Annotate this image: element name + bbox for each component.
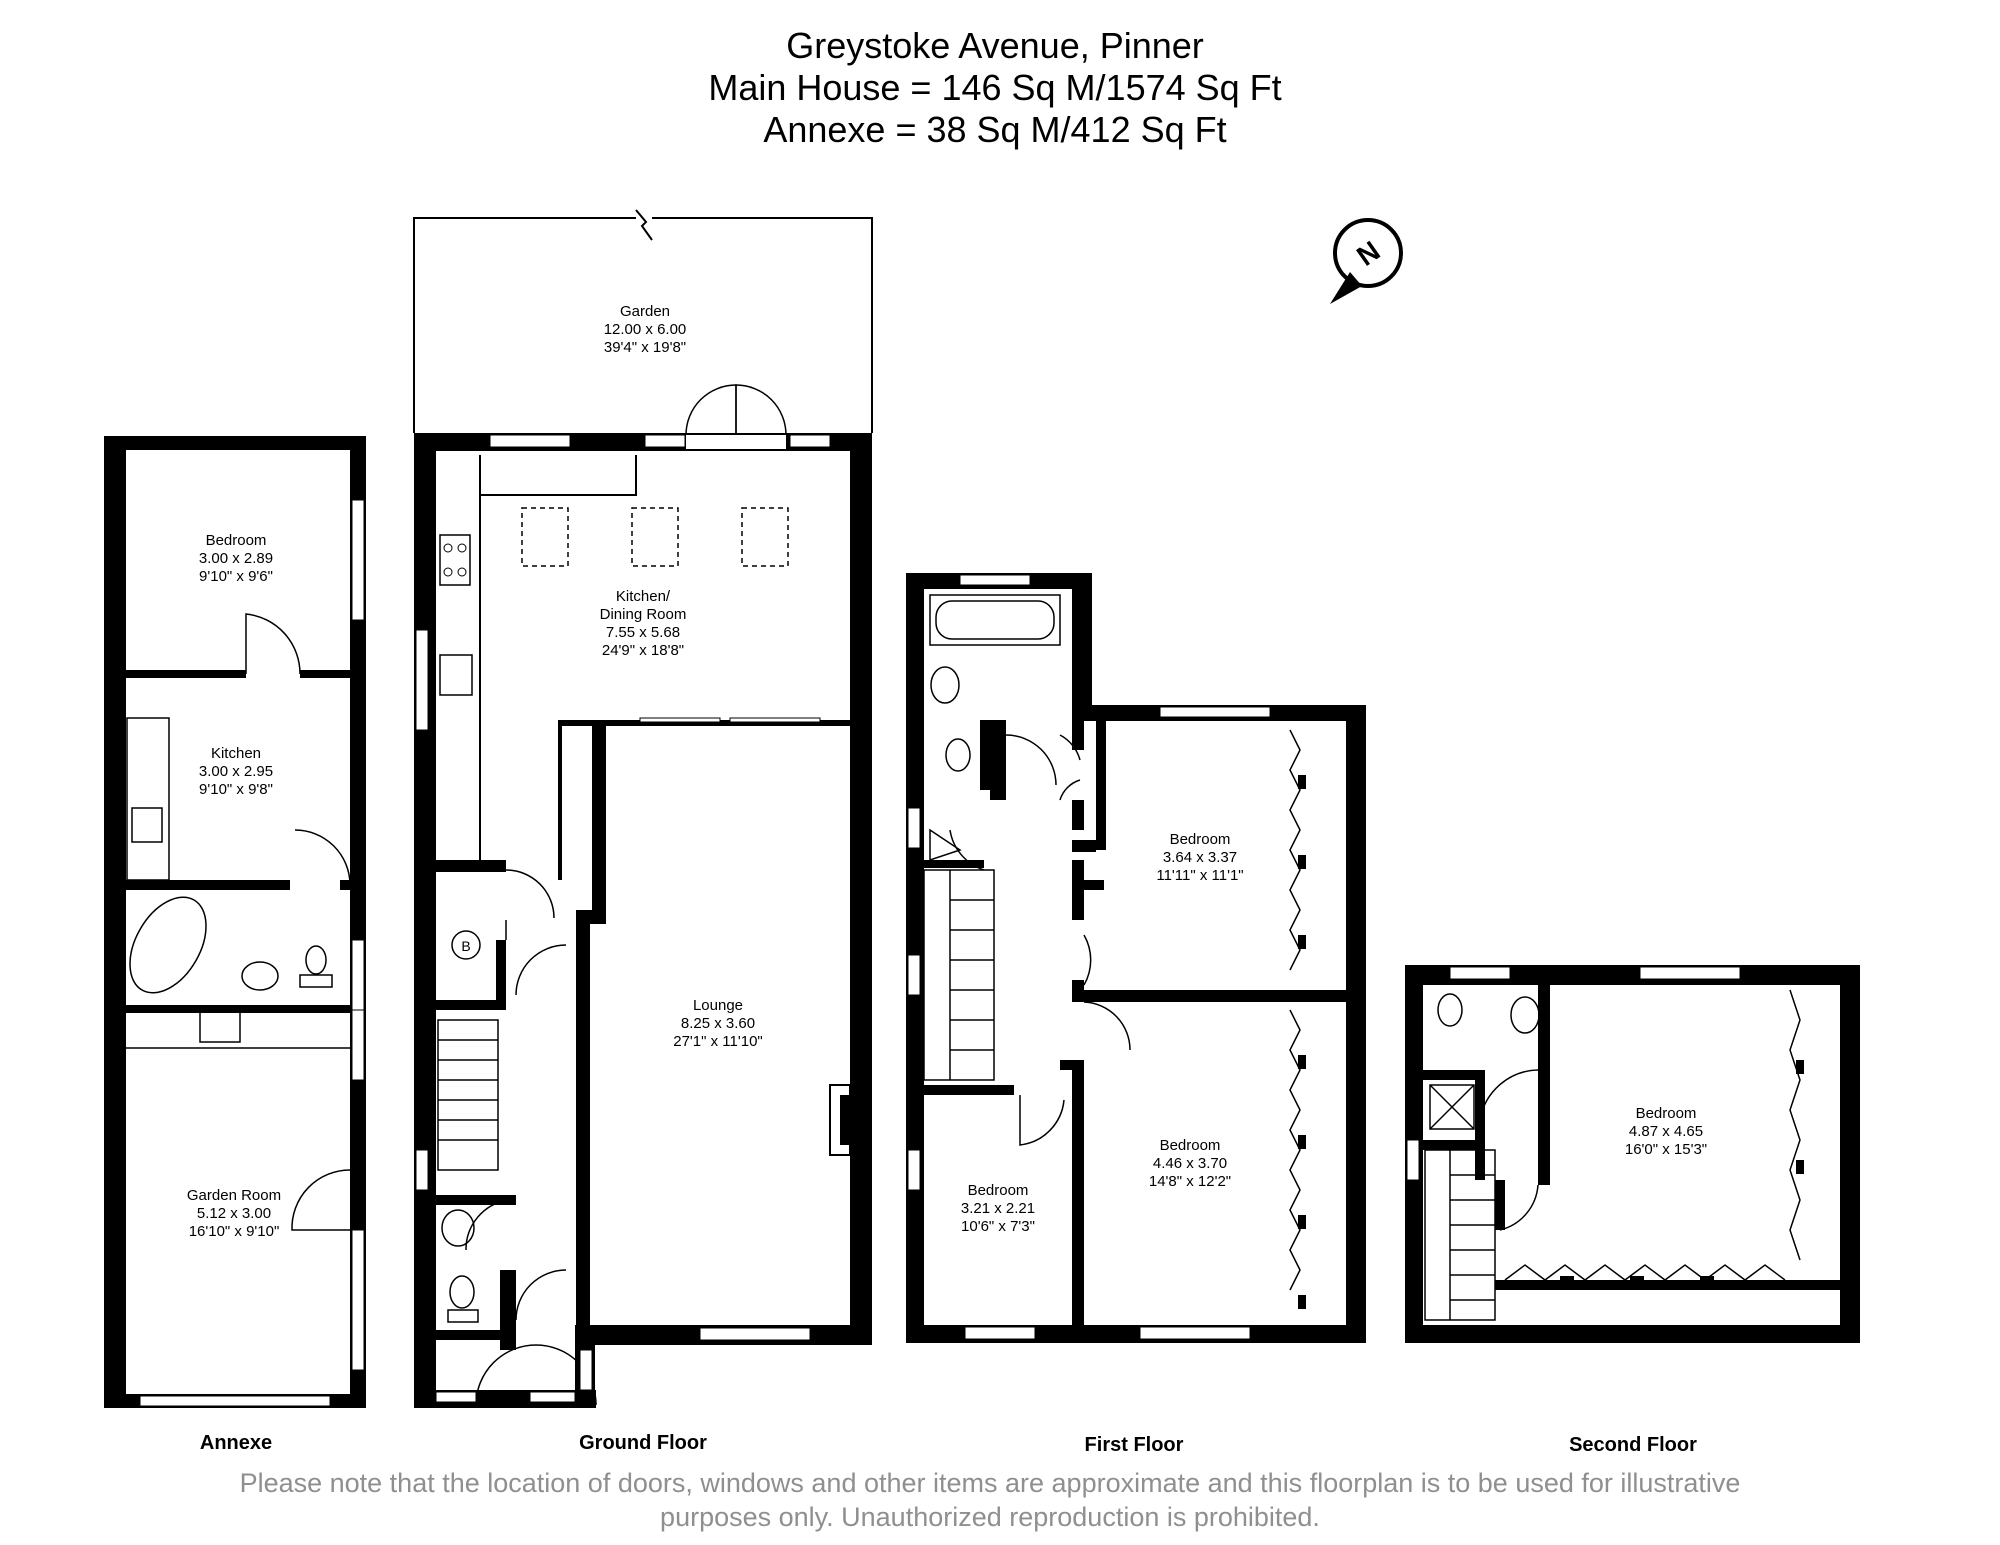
room-label-annexe-kitchen: Kitchen 3.00 x 2.95 9'10" x 9'8" — [199, 745, 273, 798]
annexe-area: Annexe = 38 Sq M/412 Sq Ft — [763, 109, 1227, 150]
room-label-lounge: Lounge 8.25 x 3.60 27'1" x 11'10" — [673, 997, 763, 1050]
room-label-second-bedroom: Bedroom 4.87 x 4.65 16'0" x 15'3" — [1625, 1105, 1707, 1158]
room-dim-imperial: 24'9" x 18'8" — [602, 642, 684, 659]
room-name: Bedroom — [206, 532, 267, 549]
main-house-area: Main House = 146 Sq M/1574 Sq Ft — [708, 67, 1282, 108]
room-dim-metric: 3.64 x 3.37 — [1163, 849, 1237, 866]
room-name-line2: Dining Room — [600, 606, 687, 623]
room-label-garden-room: Garden Room 5.12 x 3.00 16'10" x 9'10" — [187, 1187, 281, 1240]
room-name: Garden Room — [187, 1187, 281, 1204]
room-name: Bedroom — [968, 1182, 1029, 1199]
annexe-plan — [104, 436, 366, 1408]
room-dim-imperial: 16'0" x 15'3" — [1625, 1141, 1707, 1158]
room-dim-metric: 7.55 x 5.68 — [606, 624, 680, 641]
room-dim-metric: 3.00 x 2.95 — [199, 763, 273, 780]
room-dim-metric: 4.87 x 4.65 — [1629, 1123, 1703, 1140]
room-dim-imperial: 14'8" x 12'2" — [1149, 1173, 1231, 1190]
room-label-annexe-bedroom: Bedroom 3.00 x 2.89 9'10" x 9'6" — [199, 532, 273, 585]
floor-label-ground: Ground Floor — [579, 1432, 707, 1454]
room-label-first-bedroom-2: Bedroom 4.46 x 3.70 14'8" x 12'2" — [1149, 1137, 1231, 1190]
disclaimer: Please note that the location of doors, … — [150, 1466, 1830, 1534]
garden-outline — [413, 209, 873, 433]
room-dim-metric: 3.21 x 2.21 — [961, 1200, 1035, 1217]
room-name: Bedroom — [1160, 1137, 1221, 1154]
room-name: Garden — [620, 303, 670, 320]
boiler-label: B — [461, 938, 470, 954]
room-dim-imperial: 39'4" x 19'8" — [604, 339, 686, 356]
room-dim-imperial: 16'10" x 9'10" — [189, 1223, 280, 1240]
room-dim-imperial: 27'1" x 11'10" — [673, 1033, 763, 1050]
second-floor-plan — [1405, 965, 1860, 1343]
room-name: Bedroom — [1170, 831, 1231, 848]
room-name: Kitchen — [211, 745, 261, 762]
room-dim-imperial: 9'10" x 9'6" — [199, 568, 273, 585]
room-dim-imperial: 10'6" x 7'3" — [961, 1218, 1035, 1235]
property-address: Greystoke Avenue, Pinner — [786, 25, 1204, 66]
room-dim-metric: 8.25 x 3.60 — [681, 1015, 755, 1032]
room-name: Lounge — [693, 997, 743, 1014]
room-label-kitchen-dining: Kitchen/ Dining Room 7.55 x 5.68 24'9" x… — [600, 588, 687, 659]
floor-label-annexe: Annexe — [200, 1432, 272, 1454]
room-label-garden: Garden 12.00 x 6.00 39'4" x 19'8" — [604, 303, 687, 356]
room-name: Bedroom — [1636, 1105, 1697, 1122]
floor-label-first: First Floor — [1085, 1434, 1184, 1456]
room-dim-metric: 4.46 x 3.70 — [1153, 1155, 1227, 1172]
disclaimer-line-1: Please note that the location of doors, … — [239, 1468, 1741, 1498]
room-dim-imperial: 11'11" x 11'1" — [1156, 867, 1243, 884]
room-label-first-bedroom-3: Bedroom 3.21 x 2.21 10'6" x 7'3" — [961, 1182, 1035, 1235]
ground-floor-plan: B — [414, 384, 872, 1408]
room-name: Kitchen/ — [616, 588, 671, 605]
floor-label-second: Second Floor — [1569, 1434, 1697, 1456]
disclaimer-line-2: purposes only. Unauthorized reproduction… — [660, 1502, 1320, 1532]
compass-letter: N — [1351, 235, 1385, 272]
room-label-first-bedroom-1: Bedroom 3.64 x 3.37 11'11" x 11'1" — [1156, 831, 1243, 884]
room-dim-metric: 12.00 x 6.00 — [604, 321, 687, 338]
room-dim-metric: 3.00 x 2.89 — [199, 550, 273, 567]
room-dim-imperial: 9'10" x 9'8" — [199, 781, 273, 798]
first-floor-plan — [906, 573, 1366, 1343]
north-arrow-icon: N — [1330, 218, 1403, 304]
room-dim-metric: 5.12 x 3.00 — [197, 1205, 271, 1222]
